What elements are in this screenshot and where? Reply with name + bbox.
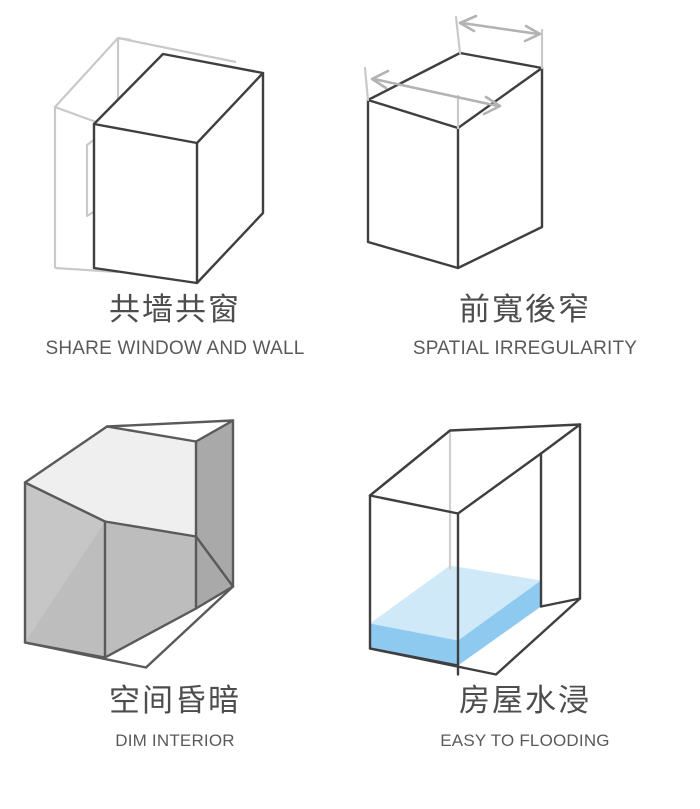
interior-floor	[25, 521, 196, 658]
panel-title-en: SHARE WINDOW AND WALL	[45, 337, 305, 359]
caption-easy-to-flooding: 房屋水浸 EASY TO FLOODING	[350, 683, 700, 751]
caption-spatial-irregularity: 前寬後窄 SPATIAL IRREGULARITY	[350, 292, 700, 360]
rear-width-arrow	[458, 14, 542, 43]
dim-box-edges	[23, 419, 235, 669]
illustration-spatial-irregularity	[350, 0, 700, 288]
exterior-right-wall	[196, 420, 233, 609]
interior-faces	[25, 420, 233, 658]
panel-title-cn: 前寬後窄	[459, 292, 591, 327]
caption-share-wall-window: 共墙共窗 SHARE WINDOW AND WALL	[0, 292, 350, 360]
water-front-left-face	[370, 623, 458, 666]
caption-dim-interior: 空间昏暗 DIM INTERIOR	[0, 683, 350, 751]
water-surface	[370, 565, 541, 641]
front-width-arrow	[370, 69, 502, 116]
panel-easy-to-flooding: 房屋水浸 EASY TO FLOODING	[350, 404, 700, 809]
water-front-right-face	[458, 580, 541, 666]
panel-dim-interior: 空间昏暗 DIM INTERIOR	[0, 404, 350, 809]
main-unit-box	[92, 52, 265, 285]
panel-title-en: SPATIAL IRREGULARITY	[412, 337, 638, 359]
flood-box-edges	[368, 423, 582, 676]
panel-title-cn: 共墙共窗	[109, 292, 241, 327]
water-volume	[370, 565, 541, 666]
panel-share-wall-window: 共墙共窗 SHARE WINDOW AND WALL	[0, 0, 350, 404]
panel-title-en: DIM INTERIOR	[115, 730, 235, 750]
panel-title-en: EASY TO FLOODING	[440, 730, 610, 750]
illustration-share-wall-window	[0, 0, 350, 288]
panel-title-cn: 空间昏暗	[109, 683, 241, 718]
tapered-box	[366, 51, 544, 270]
illustration-dim-interior	[0, 404, 350, 679]
panel-title-cn: 房屋水浸	[459, 683, 591, 718]
dimension-extension-lines	[363, 15, 544, 130]
panel-spatial-irregularity: 前寬後窄 SPATIAL IRREGULARITY	[350, 0, 700, 404]
illustration-easy-to-flooding	[350, 404, 700, 679]
